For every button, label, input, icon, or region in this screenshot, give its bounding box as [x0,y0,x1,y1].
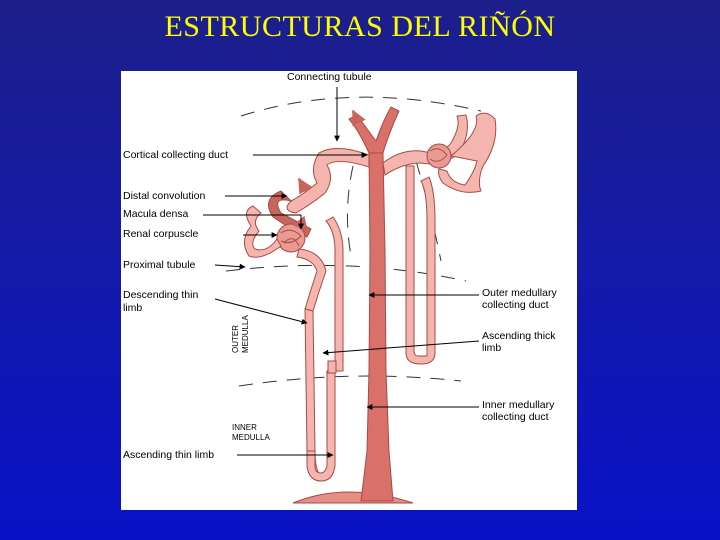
right-loop [405,165,436,365]
label-connecting-tubule: Connecting tubule [287,71,372,83]
label-ascending-thick-limb-line2: limb [482,342,502,354]
leader-descending-thin-limb [214,298,308,325]
zone-outer-medulla-line1: OUTER [231,325,240,353]
right-glomerulus [426,143,452,169]
label-renal-corpuscle: Renal corpuscle [123,228,199,240]
slide-title: ESTRUCTURAS DEL RIÑÓN [164,10,556,43]
zone-inner-medulla-line1: INNER [232,423,257,432]
nephron-illustration [203,87,497,504]
nephron-diagram: Connecting tubule Cortical collecting du… [121,71,577,510]
connecting-tubule-shape [348,106,400,154]
distal-convolution-shape [286,148,370,214]
leader-proximal-tubule [214,263,246,270]
right-proximal-tubule [438,112,497,193]
zone-boundaries [225,96,482,387]
ascending-thick-limb-shape [325,216,344,372]
label-descending-thin-limb-line2: limb [123,302,143,314]
flow-arrow-1 [297,177,313,195]
label-macula-densa: Macula densa [123,208,189,220]
left-glomerulus-capillaries [280,229,302,247]
zone-outer-medulla-line2: MEDULLA [241,315,250,353]
label-inner-medullary-collecting-duct-line2: collecting duct [482,411,549,423]
label-ascending-thick-limb-line1: Ascending thick [482,330,556,342]
label-outer-medullary-collecting-duct-line2: collecting duct [482,299,549,311]
label-distal-convolution: Distal convolution [123,190,206,202]
thick-limb-end [327,360,337,374]
leader-lines [203,87,480,458]
right-glomerulus-capillaries [429,148,448,162]
zone-inner-medulla-line2: MEDULLA [232,433,270,442]
proximal-tubule-curve [296,248,327,312]
cortical-branch [382,114,468,176]
flow-arrow-2 [351,109,366,127]
label-cortical-collecting-duct: Cortical collecting duct [123,149,229,161]
label-outer-medullary-collecting-duct-line1: Outer medullary [482,287,557,299]
leader-ascending-thick-limb [322,340,480,356]
proximal-tubule-shape [244,205,282,258]
papilla-base [292,491,414,504]
label-ascending-thin-limb: Ascending thin limb [123,449,215,461]
collecting-duct [360,152,394,502]
label-descending-thin-limb-line1: Descending thin [123,289,199,301]
label-inner-medullary-collecting-duct-line1: Inner medullary [482,399,555,411]
label-proximal-tubule: Proximal tubule [123,259,196,271]
